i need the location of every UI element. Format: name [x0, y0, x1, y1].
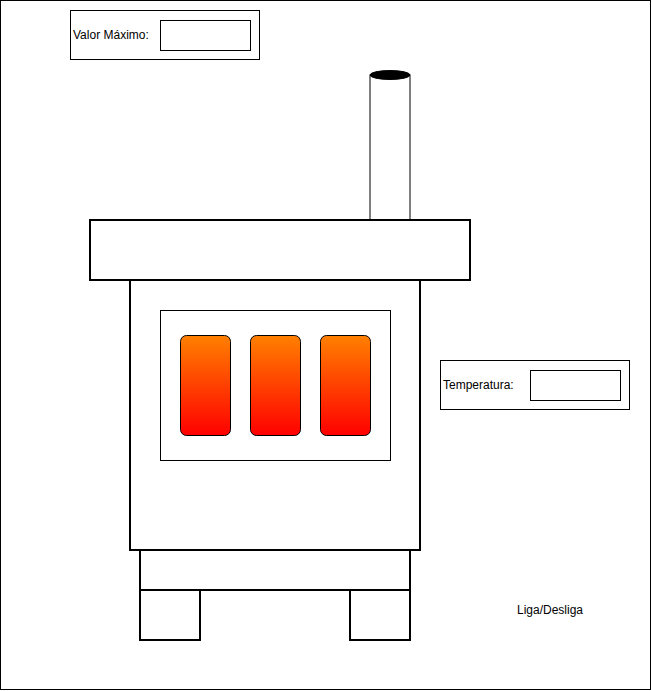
stove-window — [161, 311, 391, 461]
input-field — [530, 370, 621, 401]
input-field — [160, 20, 251, 51]
field-label: Valor Máximo: — [73, 28, 149, 42]
max-value-panel: Valor Máximo: — [70, 10, 260, 60]
chimney-top — [370, 71, 410, 80]
stove-leg — [140, 590, 200, 640]
stove-top — [90, 220, 470, 280]
stove-base — [140, 550, 410, 590]
heating-element — [321, 336, 371, 436]
field-label: Temperatura: — [443, 378, 514, 392]
heating-element — [181, 336, 231, 436]
toggle-label: Liga/Desliga — [517, 603, 583, 617]
stove-leg — [350, 590, 410, 640]
heating-element — [251, 336, 301, 436]
chimney — [370, 75, 410, 220]
stove-body — [130, 280, 420, 550]
temperature-panel: Temperatura: — [440, 360, 630, 410]
